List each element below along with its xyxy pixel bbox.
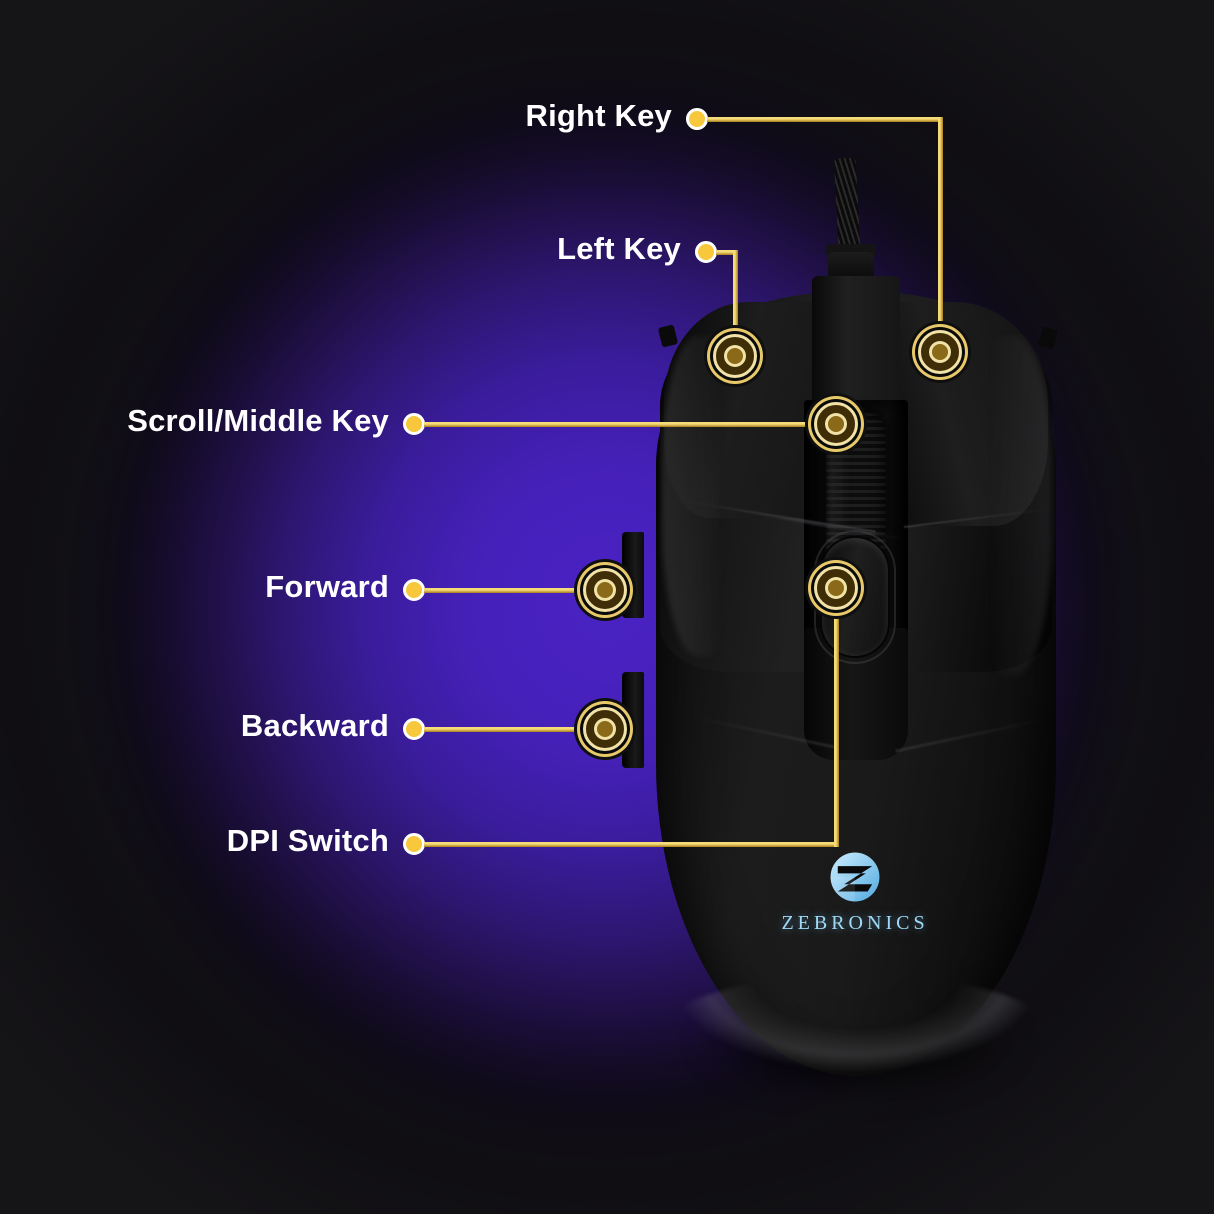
zebronics-globe-z-logo-icon <box>830 852 880 902</box>
callout-dot-right-key[interactable] <box>686 108 708 130</box>
forward-side-button <box>622 532 644 618</box>
leader-left-key-horizontal <box>716 250 738 255</box>
leader-left-key-vertical <box>733 250 738 340</box>
callout-label-dpi-switch: DPI Switch <box>226 823 389 858</box>
right-button-notch <box>1037 326 1059 350</box>
leader-forward <box>424 588 606 593</box>
callout-label-scroll-middle-key: Scroll/Middle Key <box>127 403 389 438</box>
target-marker-dpi-switch[interactable] <box>814 566 858 610</box>
left-button-notch <box>657 324 679 348</box>
shell-highlight-left <box>662 336 722 656</box>
center-column-top <box>812 276 900 404</box>
callout-dot-scroll-middle-key[interactable] <box>403 413 425 435</box>
callout-dot-left-key[interactable] <box>695 241 717 263</box>
target-marker-right-key[interactable] <box>918 330 962 374</box>
leader-dpi-switch-horizontal <box>424 842 838 847</box>
leader-backward <box>424 727 606 732</box>
target-marker-backward[interactable] <box>583 707 627 751</box>
backward-side-button <box>622 672 644 768</box>
callout-dot-forward[interactable] <box>403 579 425 601</box>
target-marker-scroll-middle-key[interactable] <box>814 402 858 446</box>
brand-wordmark: ZEBRONICS <box>781 912 929 934</box>
target-marker-forward[interactable] <box>583 568 627 612</box>
callout-label-right-key: Right Key <box>525 98 672 133</box>
callout-label-forward: Forward <box>265 569 389 604</box>
leader-right-key-vertical <box>938 117 943 335</box>
callout-label-left-key: Left Key <box>557 231 681 266</box>
target-marker-left-key[interactable] <box>713 334 757 378</box>
leader-dpi-switch-vertical <box>834 600 839 847</box>
callout-dot-backward[interactable] <box>403 718 425 740</box>
shell-highlight-right <box>990 336 1052 676</box>
shell-bottom-rim-light <box>670 976 1042 1072</box>
leader-right-key-horizontal <box>707 117 943 122</box>
callout-dot-dpi-switch[interactable] <box>403 833 425 855</box>
callout-label-backward: Backward <box>240 708 389 743</box>
leader-scroll-middle-key <box>424 422 836 427</box>
brand-logo: ZEBRONICS <box>750 848 960 935</box>
gaming-mouse-illustration: ZEBRONICS <box>604 157 1114 1116</box>
